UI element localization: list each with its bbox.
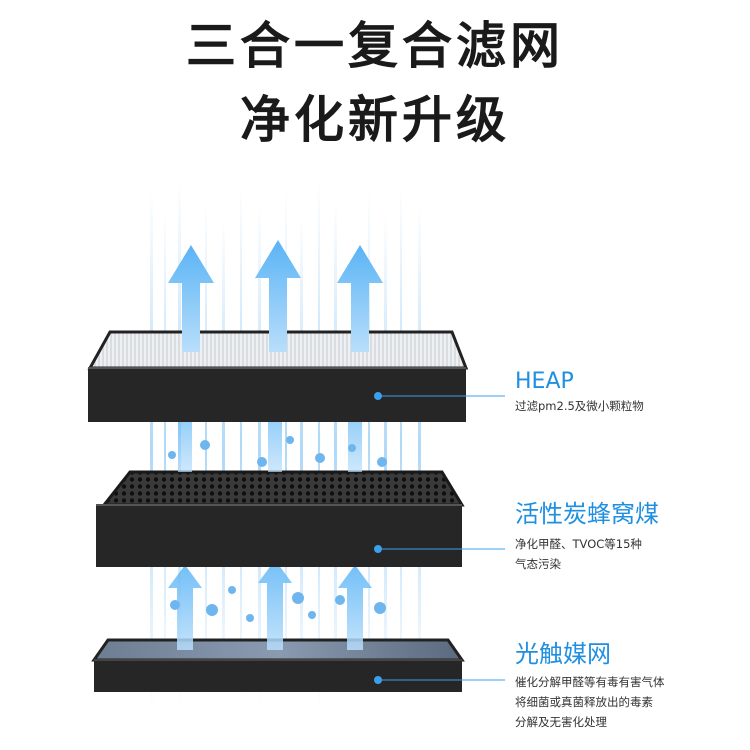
bacteria-icon [170, 586, 386, 622]
layer-description: 将细菌或真菌释放出的毒素 [515, 695, 653, 709]
carbon-honeycomb-filter [96, 470, 465, 567]
layer-name: HEAP [515, 369, 574, 394]
headline-line2: 净化新升级 [240, 91, 510, 149]
headline-line1: 三合一复合滤网 [186, 17, 564, 75]
layer-name: 活性炭蜂窝煤 [515, 500, 659, 528]
layer-description: 净化甲醛、TVOC等15种 [515, 537, 642, 551]
layer-description: 过滤pm2.5及微小颗粒物 [515, 399, 644, 413]
layer-label-carbon: 活性炭蜂窝煤 净化甲醛、TVOC等15种 气态污染 [515, 500, 745, 574]
layer-label-photocatalyst: 光触媒网 催化分解甲醛等有毒有害气体 将细菌或真菌释放出的毒素 分解及无害化处理 [515, 640, 745, 732]
up-arrow-icon [168, 560, 372, 650]
pointer-dot-icon [374, 392, 382, 684]
up-arrow-icon [178, 410, 362, 472]
layer-name: 光触媒网 [515, 640, 611, 668]
layer-description: 气态污染 [515, 557, 561, 571]
layer-label-hepa: HEAP 过滤pm2.5及微小颗粒物 [515, 368, 745, 416]
up-arrow-icon [168, 240, 383, 352]
layer-description: 分解及无害化处理 [515, 715, 607, 729]
layer-description: 催化分解甲醛等有毒有害气体 [515, 675, 665, 689]
bacteria-icon [168, 436, 387, 467]
pointer-lines [378, 395, 505, 681]
